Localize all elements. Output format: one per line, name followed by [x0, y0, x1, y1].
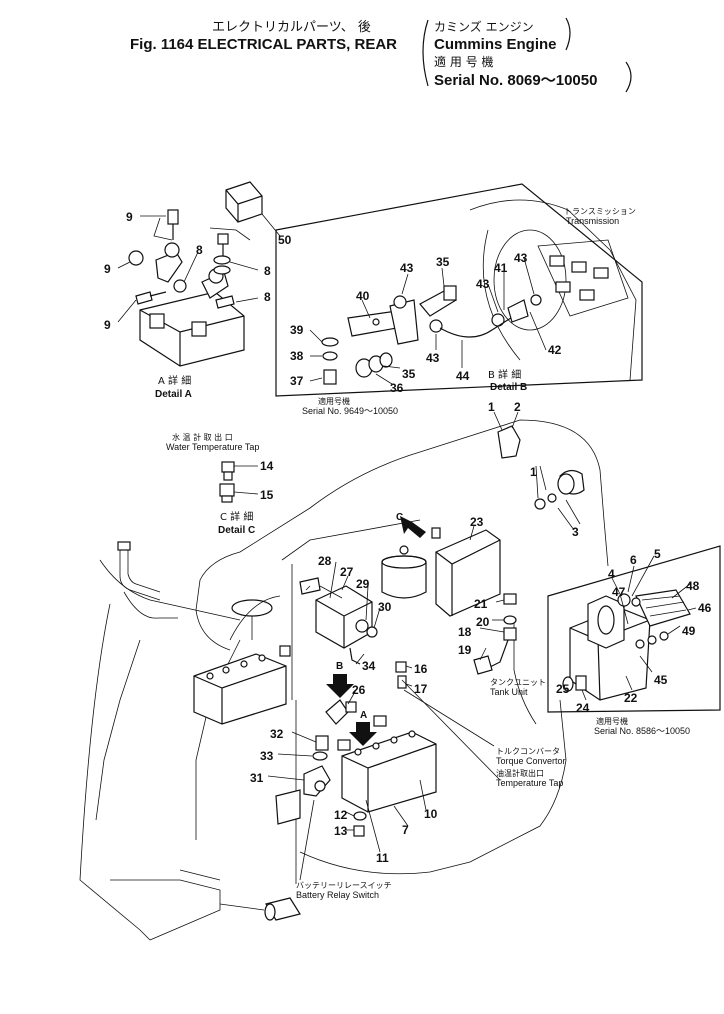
part-callout-28: 28	[318, 554, 332, 568]
detail-c: 水 温 計 取 出 口 Water Temperature Tap 14 15 …	[166, 432, 274, 536]
detail-c-jp: C 詳 細	[220, 510, 253, 523]
arrow-c-label: C	[396, 512, 403, 523]
figure-title: Fig. 1164 ELECTRICAL PARTS, REAR	[130, 36, 397, 53]
part-callout-45: 45	[654, 673, 668, 687]
part-callout-43: 43	[476, 277, 490, 291]
part-callout-12: 12	[334, 808, 348, 822]
part-callout-8: 8	[264, 290, 271, 304]
part-callout-10: 10	[424, 807, 438, 821]
serial-r-label: Serial No. 8586～10050	[594, 726, 690, 736]
serial-r-jp: 適用号機	[596, 716, 628, 726]
part-callout-25: 25	[556, 682, 570, 696]
detail-b: 39 38 37 40 43 35 43 44 35 36 43 41 43 4…	[275, 183, 643, 416]
part-callout-47: 47	[612, 585, 626, 599]
detail-c-label: Detail C	[218, 525, 255, 536]
serial-jp: 適 用 号 機	[434, 54, 493, 69]
part-callout-30: 30	[378, 600, 392, 614]
serial-title: Serial No. 8069～10050	[434, 72, 597, 89]
part-callout-44: 44	[456, 369, 470, 383]
detail-a-jp: A 詳 細	[158, 374, 191, 387]
part-callout-48: 48	[686, 579, 700, 593]
part-callout-15: 15	[260, 488, 274, 502]
temp-tap-label: Temperature Tap	[496, 778, 563, 788]
part-callout-4: 4	[608, 567, 615, 581]
part-callout-37: 37	[290, 374, 304, 388]
part-callout-29: 29	[356, 577, 370, 591]
part-callout-17: 17	[414, 682, 428, 696]
part-callout-9: 9	[104, 318, 111, 332]
detail-a: 9 9 9 8 8 8 50 A 詳 細 Detail A	[104, 181, 292, 400]
title-jp: エレクトリカルパーツ、 後	[212, 20, 371, 35]
part-callout-1: 1	[488, 400, 495, 414]
tank-unit-jp: タンクユニット	[490, 678, 546, 687]
part-callout-42: 42	[548, 343, 562, 357]
engine-title: Cummins Engine	[434, 36, 557, 53]
part-callout-11: 11	[376, 851, 389, 865]
arrow-a-label: A	[360, 710, 367, 721]
part-callout-20: 20	[476, 615, 490, 629]
water-temp-jp: 水 温 計 取 出 口	[172, 432, 233, 442]
part-callout-39: 39	[290, 323, 304, 337]
arrow-b-label: B	[336, 661, 343, 672]
part-callout-23: 23	[470, 515, 484, 529]
part-callout-8: 8	[196, 243, 203, 257]
serial-b-label: Serial No. 9649～10050	[302, 406, 398, 416]
torque-jp: トルクコンバータ	[496, 747, 560, 756]
part-callout-9: 9	[104, 262, 111, 276]
part-callout-1: 1	[530, 465, 537, 479]
detail-b-jp: B 詳 細	[488, 368, 521, 381]
part-callout-43: 43	[400, 261, 414, 275]
part-callout-36: 36	[390, 381, 404, 395]
part-callout-24: 24	[576, 701, 590, 715]
engine-jp: カミンズ エンジン	[434, 19, 534, 34]
part-callout-40: 40	[356, 289, 370, 303]
part-callout-14: 14	[260, 459, 274, 473]
part-callout-16: 16	[414, 662, 428, 676]
detail-right: 4 6 5 48 46 47 49 45 22 25 24 適用号機 Seria…	[547, 545, 721, 736]
part-callout-21: 21	[474, 597, 488, 611]
part-callout-43: 43	[426, 351, 440, 365]
part-callout-3: 3	[572, 525, 579, 539]
part-callout-43: 43	[514, 251, 528, 265]
part-callout-9: 9	[126, 210, 133, 224]
detail-a-label: Detail A	[155, 389, 192, 400]
part-callout-31: 31	[250, 771, 264, 785]
part-callout-34: 34	[362, 659, 376, 673]
part-callout-5: 5	[654, 547, 661, 561]
part-callout-6: 6	[630, 553, 637, 567]
part-callout-38: 38	[290, 349, 304, 363]
part-callout-8: 8	[264, 264, 271, 278]
part-callout-41: 41	[494, 261, 508, 275]
water-temp-label: Water Temperature Tap	[166, 442, 259, 452]
part-callout-18: 18	[458, 625, 472, 639]
part-callout-22: 22	[624, 691, 638, 705]
part-callout-33: 33	[260, 749, 274, 763]
part-callout-13: 13	[334, 824, 348, 838]
relay-jp: バッテリーリレースイッチ	[296, 881, 392, 890]
part-callout-2: 2	[514, 400, 521, 414]
part-callout-35: 35	[402, 367, 416, 381]
part-callout-49: 49	[682, 624, 696, 638]
part-callout-19: 19	[458, 643, 472, 657]
part-callout-26: 26	[352, 683, 366, 697]
part-callout-32: 32	[270, 727, 284, 741]
part-callout-35: 35	[436, 255, 450, 269]
relay-label: Battery Relay Switch	[296, 890, 379, 900]
title-block: エレクトリカルパーツ、 後 Fig. 1164 ELECTRICAL PARTS…	[130, 17, 632, 93]
part-callout-46: 46	[698, 601, 712, 615]
temp-tap-jp: 油温計取出口	[496, 768, 544, 778]
serial-b-jp: 適用号機	[318, 396, 350, 406]
detail-b-label: Detail B	[490, 382, 527, 393]
part-callout-27: 27	[340, 565, 354, 579]
part-callout-7: 7	[402, 823, 409, 837]
part-callout-50: 50	[278, 233, 292, 247]
transmission-jp: トランスミッション	[564, 207, 636, 216]
tank-unit-label: Tank Unit	[490, 687, 528, 697]
torque-label: Torque Convertor	[496, 756, 566, 766]
main-assembly: B A C	[79, 400, 609, 941]
transmission-label: Transmission	[566, 216, 619, 226]
